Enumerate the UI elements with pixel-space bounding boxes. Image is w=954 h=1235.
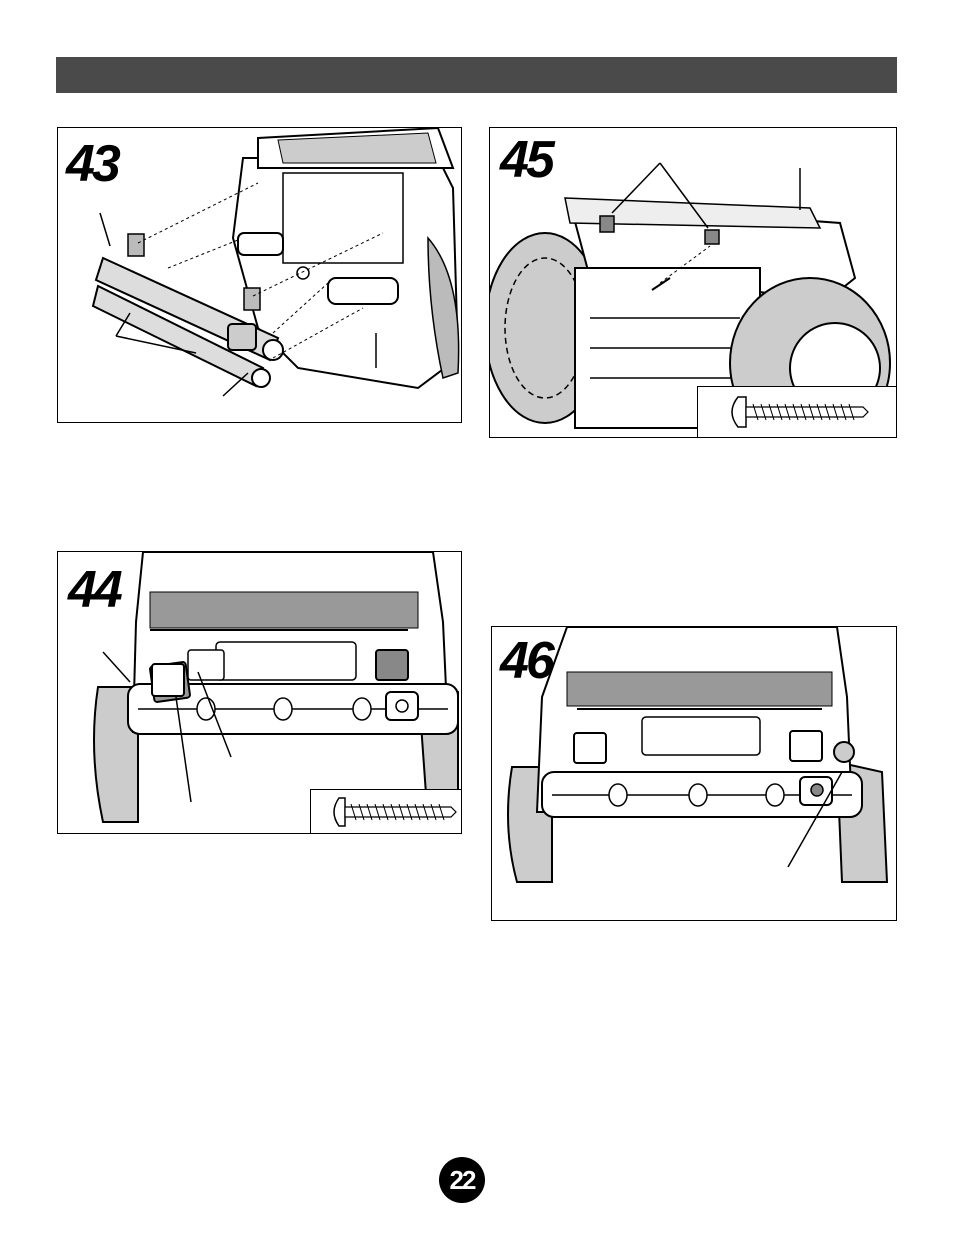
step-43-panel: 43 bbox=[57, 127, 462, 423]
screw-icon bbox=[311, 790, 462, 834]
step-45-screw-inset bbox=[697, 386, 897, 438]
step-43-number: 43 bbox=[66, 138, 118, 190]
step-45-number: 45 bbox=[500, 134, 552, 186]
page-number: 22 bbox=[439, 1157, 485, 1203]
step-44-screw-inset bbox=[310, 789, 462, 834]
step-46-panel: 46 bbox=[491, 626, 897, 921]
header-bar bbox=[56, 57, 897, 93]
step-43-illustration bbox=[58, 128, 462, 423]
step-44-number: 44 bbox=[68, 564, 120, 616]
step-45-panel: 45 bbox=[489, 127, 897, 438]
step-46-number: 46 bbox=[500, 635, 552, 687]
screw-icon bbox=[698, 387, 897, 438]
step-46-illustration bbox=[492, 627, 897, 921]
step-44-panel: 44 bbox=[57, 551, 462, 834]
